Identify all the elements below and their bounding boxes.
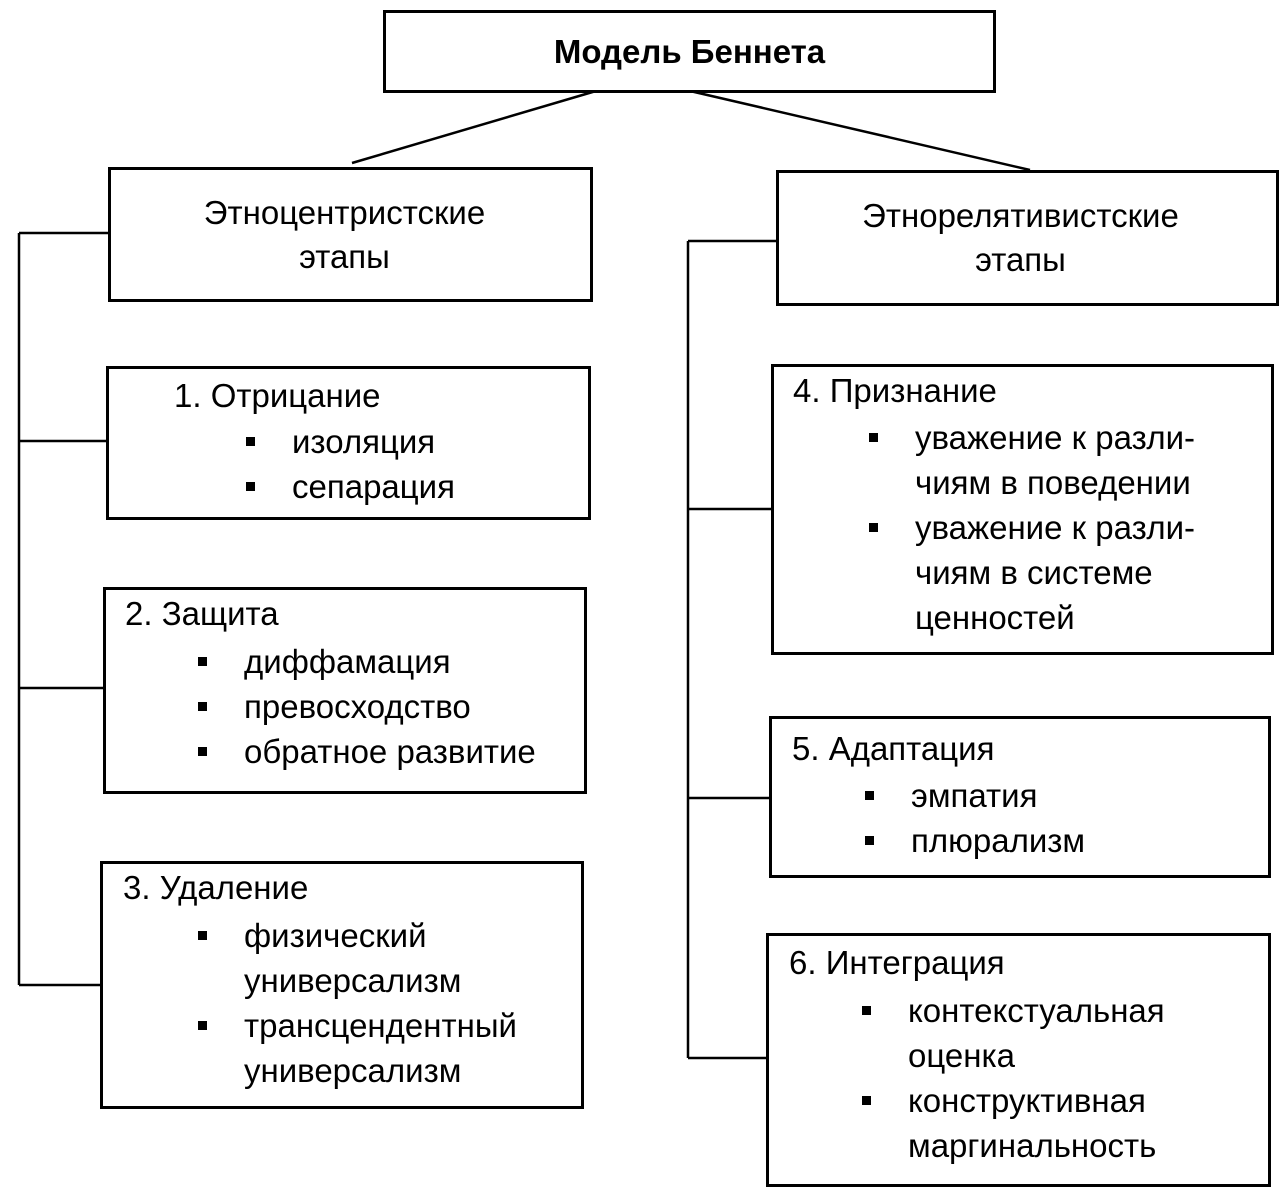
left-group-line1: Этноцентристские [203,193,486,231]
bullet-icon [198,747,207,756]
bullet-icon [869,433,878,442]
left-group-box: Этноцентристские этапы [108,167,593,302]
list-item: обратное развитие [198,729,536,774]
title-box: Модель Беннета [383,10,996,93]
bullet-icon [865,836,874,845]
stage-6-heading: 6. Интеграция [789,944,1005,981]
list-item: плюрализм [865,818,1085,863]
bullet-icon [198,702,207,711]
stage-4-heading: 4. Признание [793,372,997,409]
right-group-line1: Этнорелятивистские [862,197,1179,234]
bullet-icon [246,482,255,491]
list-item: сепарация [246,464,455,509]
stage-4-box: 4. Признание уважение к разли-чиям в пов… [771,364,1274,655]
list-item: уважение к разли-чиям в поведении [869,415,1195,505]
bullet-icon [865,791,874,800]
bullet-icon [198,657,207,666]
title-text: Модель Беннета [553,32,826,70]
title-to-left-line [351,89,597,165]
title-to-right-line [689,89,1031,172]
stage-2-heading: 2. Защита [125,595,279,632]
bullet-icon [198,931,207,940]
bullet-icon [862,1096,871,1105]
stage-3-heading: 3. Удаление [123,869,309,906]
stage-1-heading: 1. Отрицание [174,377,381,414]
stage-4-list: уважение к разли-чиям в поведении уважен… [869,415,1195,640]
stage-5-heading: 5. Адаптация [792,730,995,767]
bullet-icon [862,1006,871,1015]
bullet-icon [246,437,255,446]
stage-5-list: эмпатия плюрализм [865,773,1085,863]
list-item: изоляция [246,419,455,464]
right-group-box: Этнорелятивистские этапы [776,170,1279,306]
bullet-icon [869,523,878,532]
stage-2-box: 2. Защита диффамация превосходство обрат… [103,587,587,794]
bullet-icon [198,1021,207,1030]
stage-1-box: 1. Отрицание изоляция сепарация [106,366,591,520]
list-item: превосходство [198,684,536,729]
stage-1-list: изоляция сепарация [246,419,455,509]
left-group-line2: этапы [299,237,390,275]
list-item: эмпатия [865,773,1085,818]
right-group-line2: этапы [975,241,1066,278]
list-item: диффамация [198,639,536,684]
stage-5-box: 5. Адаптация эмпатия плюрализм [769,716,1271,878]
stage-2-list: диффамация превосходство обратное развит… [198,639,536,774]
